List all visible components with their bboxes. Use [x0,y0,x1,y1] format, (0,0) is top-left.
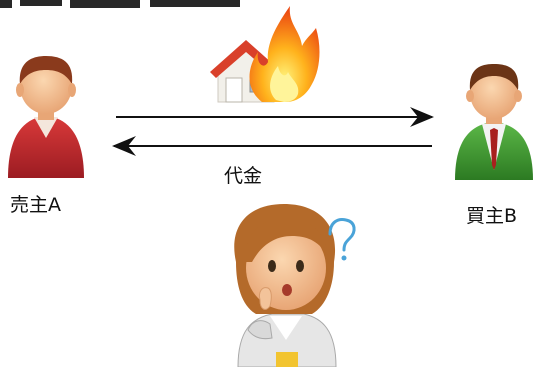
question-mark-icon [328,218,356,261]
price-label: 代金 [224,165,263,187]
thinking-woman-icon [234,204,337,368]
buyer-person-icon [455,64,533,180]
seller-label: 売主A [10,194,61,216]
seller-person-icon [8,56,84,178]
buyer-label: 買主B [466,205,518,227]
clipped-heading-fragments [0,0,240,8]
burning-house-icon [210,6,320,103]
